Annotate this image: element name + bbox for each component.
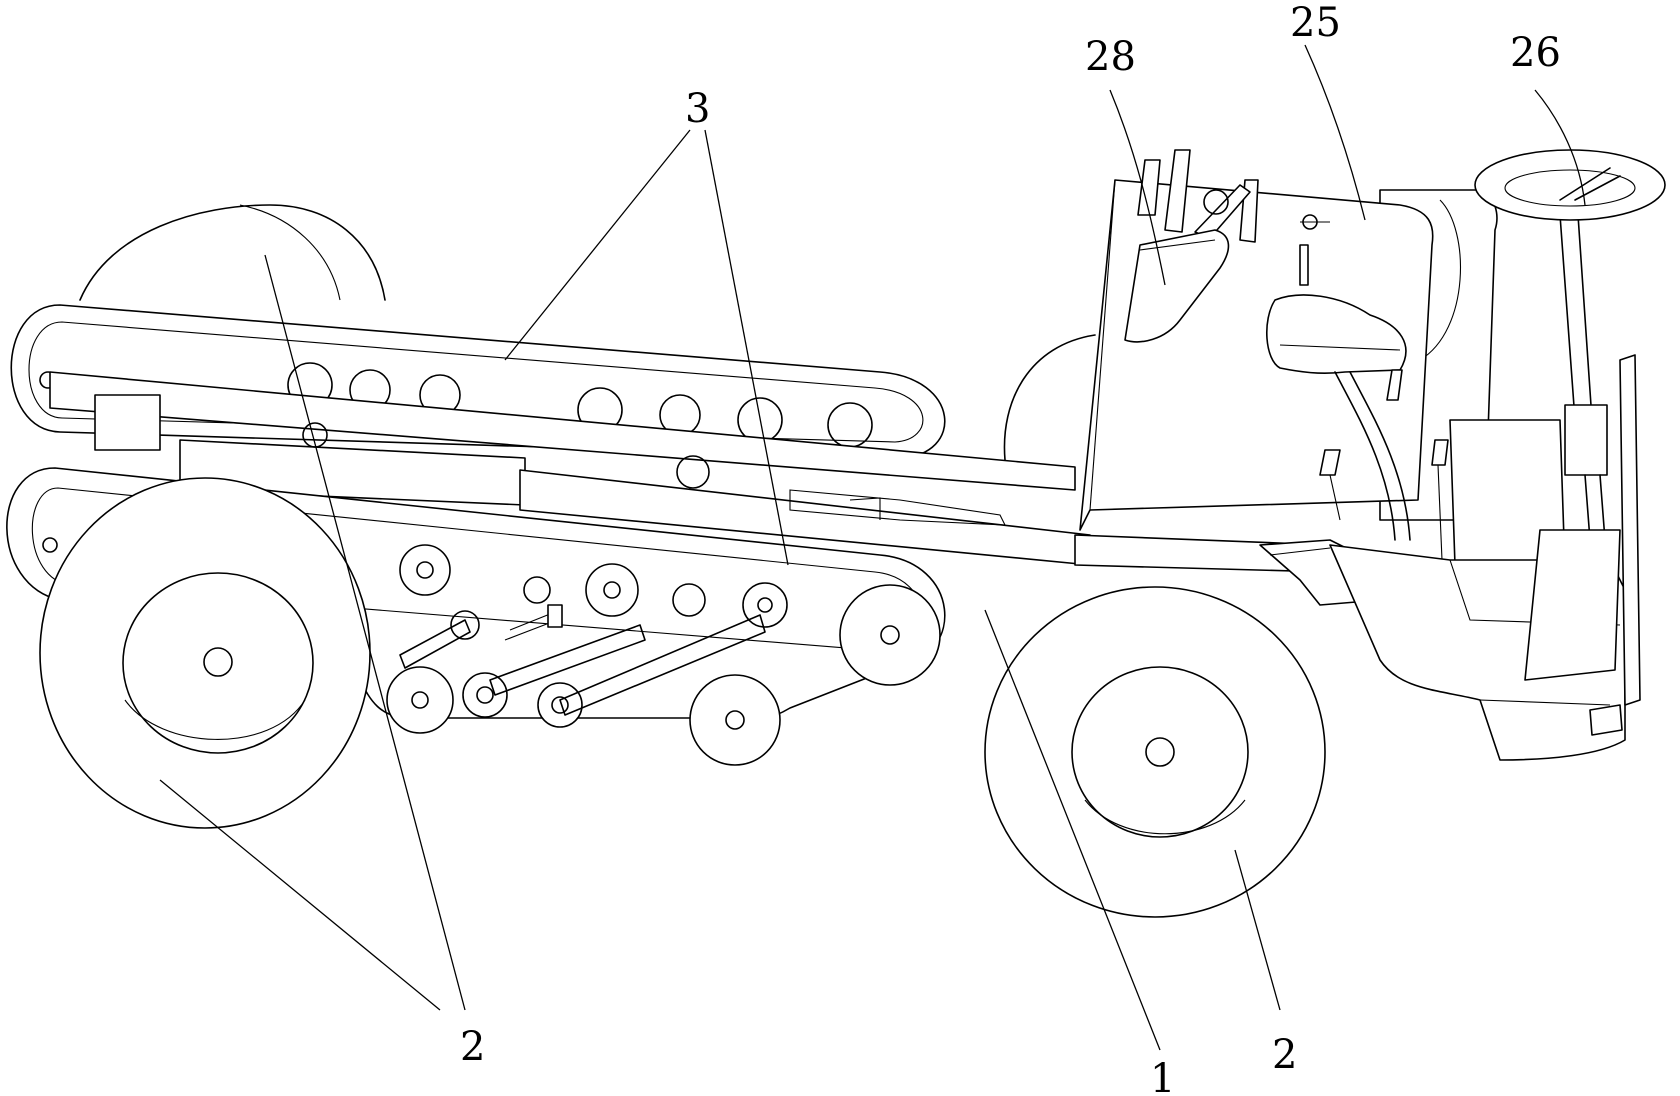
label-28: 28: [1085, 34, 1136, 80]
label-25: 25: [1290, 0, 1341, 46]
front-upper-wheel: [1004, 335, 1095, 460]
label-3: 3: [685, 86, 710, 132]
label-26: 26: [1510, 30, 1561, 76]
label-1: 1: [1150, 1056, 1175, 1096]
rear-upper-wheel: [80, 205, 385, 300]
label-2-right: 2: [1272, 1032, 1297, 1078]
front-lower-wheel: [985, 587, 1325, 917]
rear-lower-wheel: [40, 478, 370, 828]
label-2-left: 2: [460, 1024, 485, 1070]
